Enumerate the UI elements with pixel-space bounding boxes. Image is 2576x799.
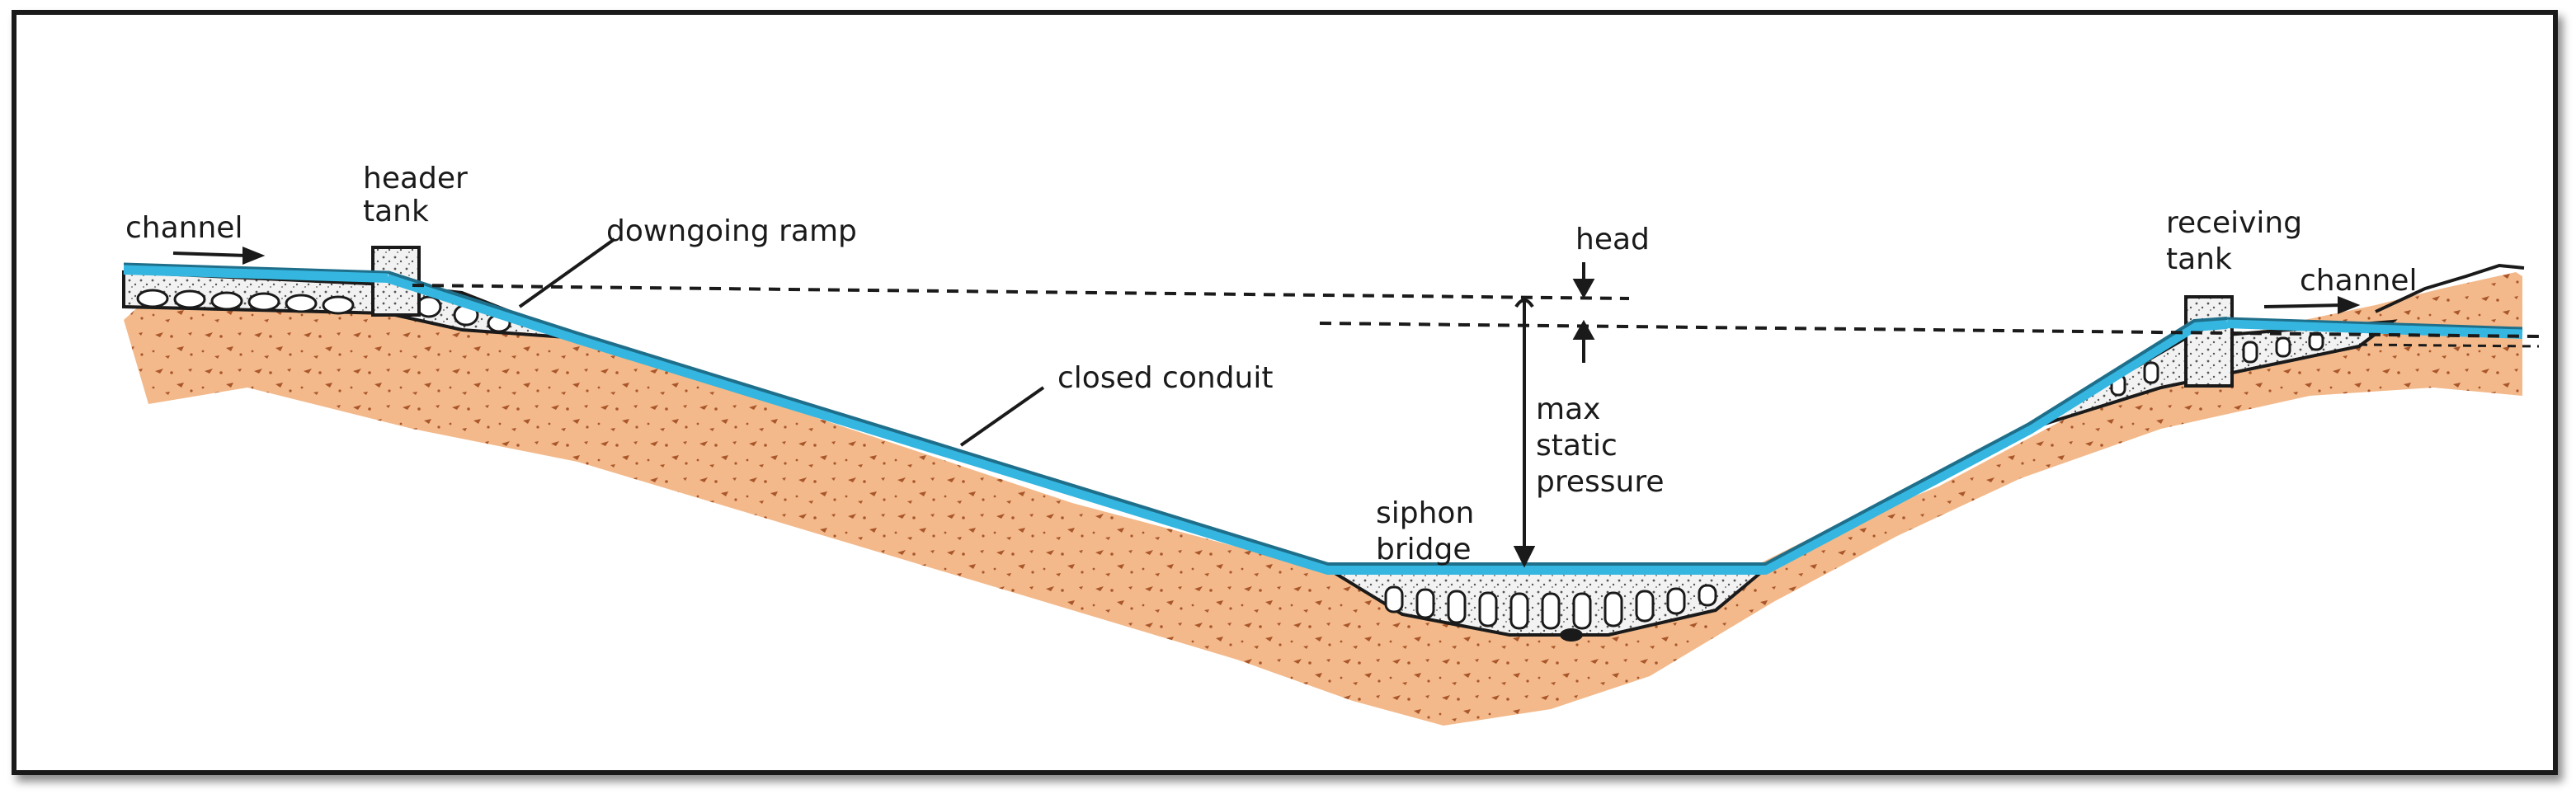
label-channel-left: channel	[125, 211, 243, 245]
label-head: head	[1575, 223, 1650, 256]
label-receiving-tank-2: tank	[2166, 242, 2232, 276]
leader-lines	[172, 237, 2361, 447]
siphon-bridge-arcade	[1321, 567, 1770, 642]
right-channel-water	[2226, 318, 2523, 339]
hill-outline	[2375, 263, 2525, 313]
closed-conduit-pipe	[385, 271, 2228, 575]
label-channel-right: channel	[2300, 264, 2417, 298]
label-max-static-pressure-1: max	[1536, 392, 1600, 426]
label-downgoing-ramp: downgoing ramp	[606, 214, 857, 248]
header-level-dashed-line	[412, 284, 1630, 300]
label-header-tank-2: tank	[363, 195, 429, 228]
soil-speckle	[124, 272, 2522, 726]
label-header-tank-1: header	[363, 162, 468, 195]
head-indicator	[1572, 262, 1595, 363]
label-max-static-pressure-2: static	[1536, 429, 1618, 463]
label-closed-conduit: closed conduit	[1057, 361, 1273, 395]
label-receiving-tank-1: receiving	[2166, 206, 2302, 240]
receiving-tank-block	[2184, 295, 2234, 388]
label-siphon-bridge-1: siphon	[1376, 496, 1474, 530]
label-siphon-bridge-2: bridge	[1376, 533, 1472, 566]
left-channel-water	[123, 263, 389, 283]
max-static-pressure-indicator	[1513, 298, 1536, 568]
label-max-static-pressure-3: pressure	[1536, 465, 1665, 499]
